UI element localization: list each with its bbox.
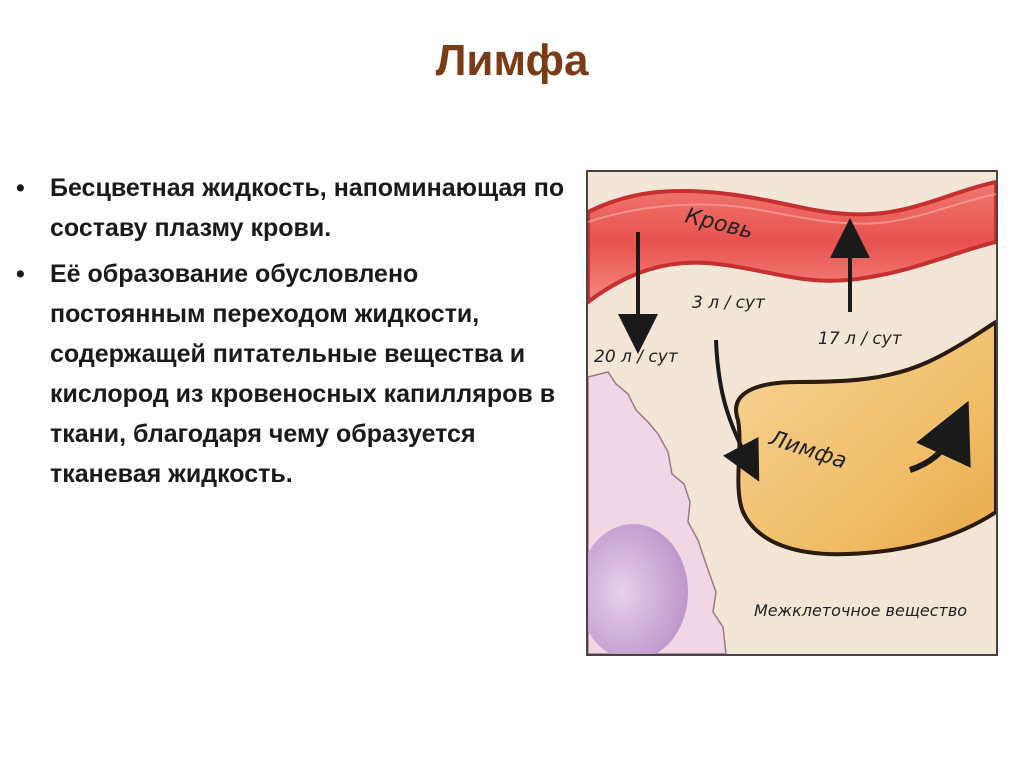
arrow-tissue-to-lymph <box>714 339 760 482</box>
label-flow-out: 20 л / сут <box>594 347 679 367</box>
lymph-vessel <box>734 319 996 557</box>
bullet-text: Бесцветная жидкость, напоминающая по сос… <box>50 174 565 242</box>
bullet-item: • Бесцветная жидкость, напоминающая по с… <box>12 168 572 248</box>
label-flow-lymph: 3 л / сут <box>692 293 766 313</box>
blood-vessel <box>588 179 996 305</box>
arrow-lymph-flow <box>909 400 971 473</box>
bullet-marker: • <box>16 260 25 288</box>
diagram-canvas: Кровь 20 л / сут 3 л / сут 17 л / сут Ли… <box>588 172 996 654</box>
bullet-marker: • <box>16 174 25 202</box>
bullet-list: • Бесцветная жидкость, напоминающая по с… <box>12 168 572 500</box>
slide-title: Лимфа <box>435 36 589 85</box>
bullet-text: Её образование обусловлено постоянным пе… <box>50 260 556 488</box>
label-flow-back: 17 л / сут <box>818 329 903 349</box>
bullet-item: • Её образование обусловлено постоянным … <box>12 254 572 494</box>
label-intercellular: Межклеточное вещество <box>754 601 967 620</box>
lymph-formation-diagram: Кровь 20 л / сут 3 л / сут 17 л / сут Ли… <box>586 170 998 656</box>
blood-highlight <box>588 193 996 225</box>
cell-nucleus <box>588 524 688 654</box>
